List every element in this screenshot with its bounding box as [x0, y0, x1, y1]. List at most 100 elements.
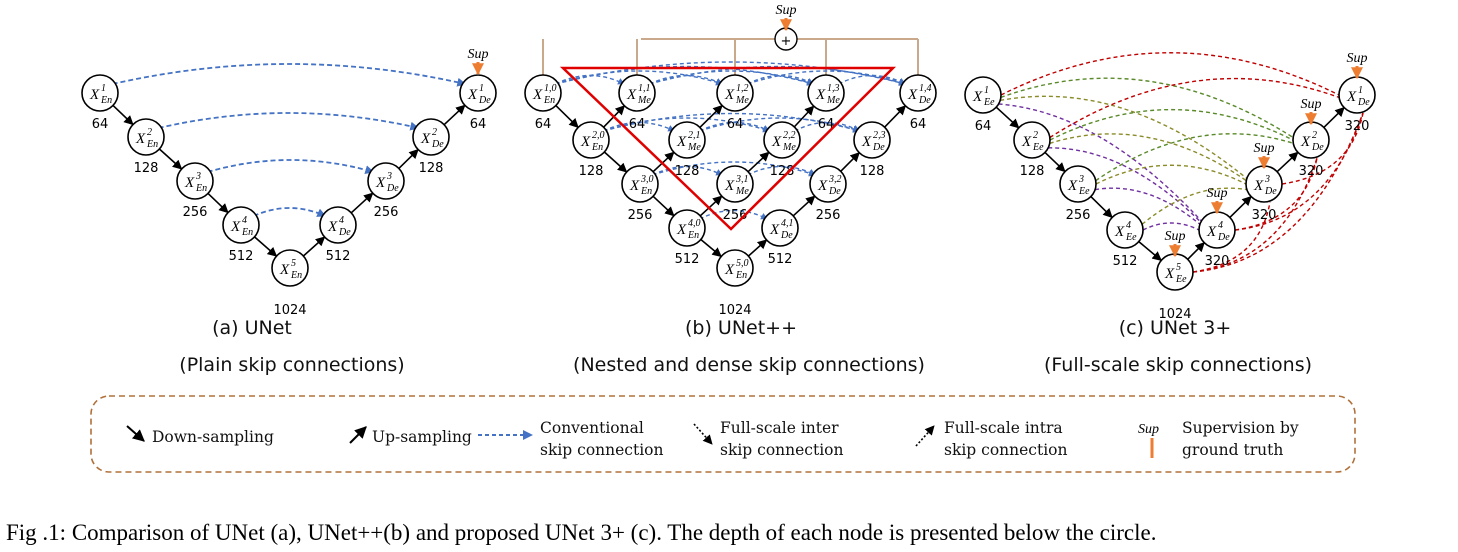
- unet-up-arrow: [350, 192, 374, 214]
- unet-up-arrow: [398, 148, 419, 169]
- node-symbol: X: [676, 134, 687, 150]
- unetpp-dense-skip: [699, 117, 861, 133]
- node-subscript: De: [478, 95, 491, 106]
- legend-inter-line1: Full-scale inter: [720, 419, 839, 437]
- node-symbol: X: [420, 131, 431, 147]
- node-superscript: 1,1: [638, 83, 651, 94]
- node-superscript: 2,2: [783, 130, 796, 141]
- unetpp-dense-skip: [747, 70, 907, 86]
- node-circle: [809, 165, 847, 203]
- node-symbol: X: [327, 219, 338, 235]
- unet3p-intra-skip: [1192, 157, 1318, 273]
- node-subscript: Ee: [1032, 142, 1044, 153]
- unet3p-down-arrow: [1090, 196, 1113, 219]
- node-count: 320: [1299, 164, 1324, 179]
- unet3p-sup-4-label: Sup: [1207, 186, 1228, 201]
- node-circle: [127, 118, 165, 156]
- node-circle: [367, 162, 405, 200]
- unetpp-down-arrow: [603, 151, 628, 173]
- node-symbol: X: [1114, 224, 1125, 240]
- legend-inter-line2: skip connection: [720, 441, 844, 459]
- node-subscript: De: [338, 227, 351, 238]
- node-subscript: De: [1311, 142, 1324, 153]
- node-symbol: X: [1300, 134, 1311, 150]
- node-symbol: X: [1021, 134, 1032, 150]
- node-superscript: 5,0: [736, 258, 749, 269]
- node-circle: [621, 165, 659, 203]
- unet-skip-2: [158, 112, 420, 131]
- node-superscript: 4: [1218, 220, 1223, 231]
- node-count: 64: [92, 117, 109, 132]
- node-count: 128: [770, 164, 795, 179]
- node-count: 256: [1066, 208, 1091, 223]
- node-subscript: En: [241, 227, 253, 238]
- node-count: 128: [134, 161, 159, 176]
- node-circle: [412, 118, 450, 156]
- node-symbol: X: [771, 134, 782, 150]
- node-superscript: 2,1: [688, 130, 701, 141]
- node-symbol: X: [532, 87, 543, 103]
- node-superscript: 3: [195, 171, 201, 182]
- legend-sup-line1: Supervision by: [1182, 419, 1299, 437]
- unet3p-down-arrow: [995, 106, 1020, 129]
- node-circle: [853, 121, 891, 159]
- node-superscript: 3,1: [735, 174, 749, 185]
- legend-sup-line2: ground truth: [1182, 441, 1283, 459]
- unet3p-inter-skip: [1000, 95, 1248, 180]
- unetpp-dense-skip: [699, 209, 769, 220]
- unet3p-sup-1-label: Sup: [1347, 51, 1368, 66]
- node-count: 64: [629, 117, 646, 132]
- node-symbol: X: [89, 87, 100, 103]
- unet3p-sup-2-label: Sup: [1301, 97, 1322, 112]
- node-subscript: Ee: [983, 97, 995, 108]
- unetpp-dense-skip: [838, 74, 907, 85]
- node-subscript: En: [640, 186, 652, 197]
- node-count: 320: [1252, 208, 1277, 223]
- unetpp-up-arrow: [747, 239, 768, 257]
- node-subscript: Me: [782, 142, 796, 153]
- node-count: 128: [675, 164, 700, 179]
- node-superscript: 1: [101, 83, 106, 94]
- node-superscript: 4,0: [688, 218, 701, 229]
- node-symbol: X: [626, 87, 637, 103]
- unetpp-down-arrow: [700, 238, 722, 258]
- node-circle: [1106, 211, 1144, 249]
- node-circle: [716, 74, 754, 112]
- node-circle: [572, 121, 610, 159]
- legend-intra-line2: skip connection: [944, 441, 1068, 459]
- unetpp-dense-skip: [555, 65, 815, 86]
- node-symbol: X: [724, 262, 735, 278]
- node-circle: [1156, 253, 1194, 291]
- unet-up-arrow: [443, 104, 466, 126]
- node-superscript: 2,3: [873, 130, 886, 141]
- node-subscript: De: [918, 95, 931, 106]
- node-superscript: 3: [386, 171, 392, 182]
- intra-skip-icon: [915, 425, 935, 447]
- unetpp-up-arrow: [699, 104, 723, 128]
- unet3p-down-arrow: [1138, 240, 1162, 262]
- node-count: 256: [628, 208, 653, 223]
- highlight-triangle: [559, 66, 897, 231]
- unet3p-intra-skip: [1234, 157, 1318, 231]
- unet3p-sup-5-label: Sup: [1165, 229, 1186, 244]
- node-superscript: 5: [291, 258, 296, 269]
- node-superscript: 4: [339, 215, 344, 226]
- node-subscript: De: [386, 183, 399, 194]
- unetpp-dense-skip: [649, 74, 724, 85]
- unetpp-up-arrow: [793, 105, 815, 128]
